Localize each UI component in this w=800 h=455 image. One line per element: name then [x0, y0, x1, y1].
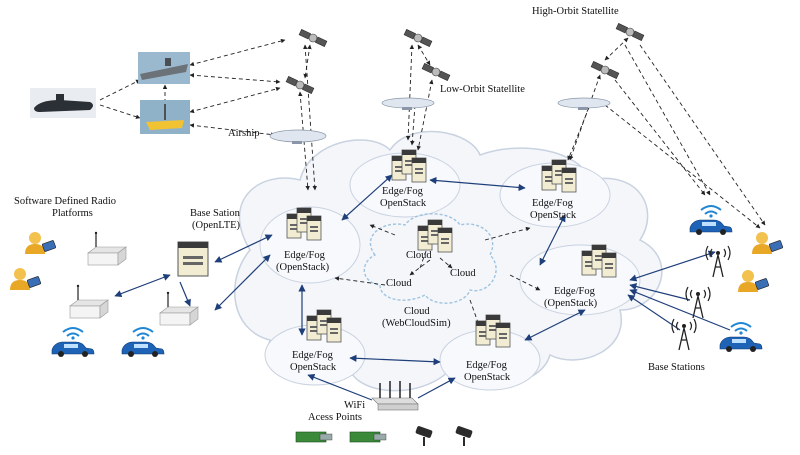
submarine-icon	[30, 88, 96, 118]
security-camera-icon	[455, 426, 473, 446]
airship-label: Airship	[228, 128, 260, 139]
base-station-server-icon	[177, 241, 209, 277]
wifi-label-line2: Acess Points	[308, 412, 362, 423]
user-with-phone-icon	[24, 231, 57, 255]
edge-fog-label-line1: Edge/Fog	[532, 198, 573, 209]
mesh-links	[114, 174, 731, 401]
cloud-label: Cloud	[450, 268, 476, 279]
aircraft-carrier-icon	[138, 52, 190, 84]
ship-icon	[140, 100, 190, 134]
security-camera-icon	[415, 426, 433, 446]
connected-car-icon	[121, 327, 165, 358]
cloud-webcloudsim-label-line1: Cloud	[404, 306, 430, 317]
cloud-webcloudsim-label-line2: (WebCloudSim)	[382, 318, 451, 329]
edge-fog-label-line2: OpenStack	[380, 198, 427, 209]
satellite-icon	[590, 61, 620, 79]
wifi-access-point-icon	[371, 381, 419, 411]
webcloudsim-cloud	[363, 213, 497, 304]
cloud-label: Cloud	[386, 278, 412, 289]
edge-fog-label-line1: Edge/Fog	[382, 186, 423, 197]
base-station-tower-icon	[705, 245, 731, 278]
edge-fog-label-line1: Edge/Fog	[284, 250, 325, 261]
edge-fog-label-line1: Edge/Fog	[292, 350, 333, 361]
high-orbit-satellite-label: High-Orbit Statellite	[532, 6, 619, 17]
base-station-label-line1: Base Sation	[190, 208, 240, 219]
edge-fog-label-line2: (OpenStack)	[276, 262, 330, 273]
satellite-icon	[298, 29, 328, 47]
edge-fog-label-line2: (OpenStack)	[544, 298, 598, 309]
edge-fog-label-line1: Edge/Fog	[466, 360, 507, 371]
sensor-board-icon	[349, 431, 387, 443]
connected-car-icon	[689, 205, 733, 236]
edge-fog-label-line2: OpenStack	[464, 372, 511, 383]
edge-fog-label-line2: OpenStack	[530, 210, 577, 221]
sdr-platform-icon	[69, 284, 109, 319]
satellite-icon	[403, 29, 433, 47]
wifi-label-line1: WiFi	[344, 400, 366, 411]
user-with-phone-icon	[737, 269, 770, 293]
base-station-tower-icon	[671, 318, 697, 351]
satellite-icon	[285, 76, 315, 94]
airship-icon	[381, 97, 435, 110]
sdr-platform-icon	[87, 231, 127, 266]
edge-fog-label-line1: Edge/Fog	[554, 286, 595, 297]
sdr-platforms-label-line1: Software Defined Radio	[14, 196, 117, 207]
connected-car-icon	[719, 322, 763, 353]
base-station-label-line2: (OpenLTE)	[192, 220, 241, 231]
sdr-platforms-label-line2: Platforms	[52, 208, 93, 219]
airship-icon	[557, 97, 611, 110]
cloud-label: Cloud	[406, 250, 432, 261]
low-orbit-satellite-label: Low-Orbit Statellite	[440, 84, 525, 95]
base-stations-label: Base Stations	[648, 362, 705, 373]
user-with-phone-icon	[751, 231, 784, 255]
satellite-icon	[421, 63, 451, 81]
edge-fog-label-line2: OpenStack	[290, 362, 337, 373]
sensor-board-icon	[295, 431, 333, 443]
sdr-platform-icon	[159, 291, 199, 326]
airship-icon	[269, 129, 327, 144]
satellite-icon	[615, 23, 645, 41]
connected-car-icon	[51, 327, 95, 358]
user-with-phone-icon	[9, 267, 42, 291]
